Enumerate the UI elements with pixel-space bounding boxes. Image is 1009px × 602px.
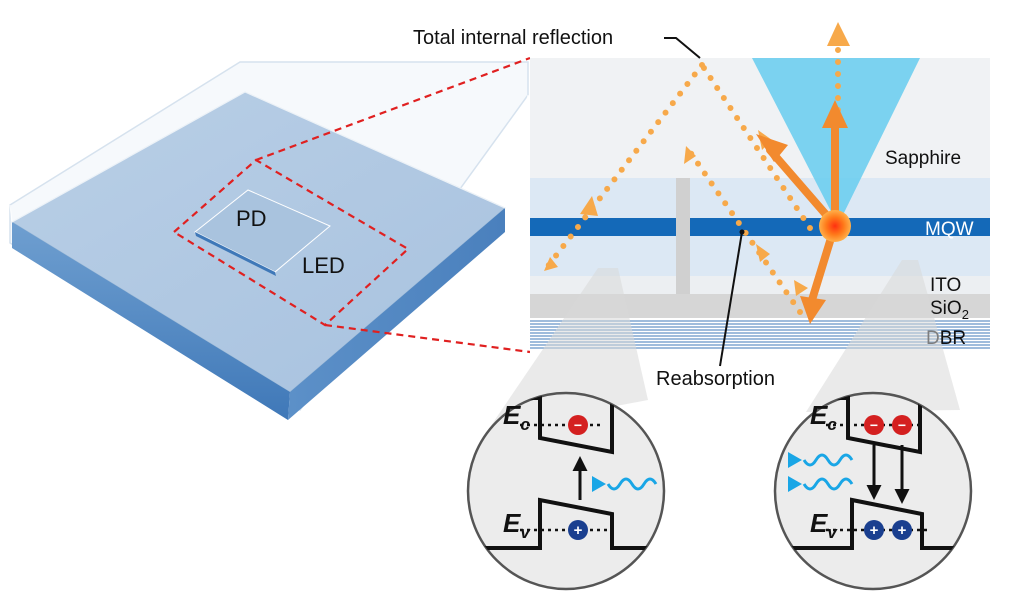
zoom-line-top bbox=[255, 56, 531, 162]
tir-arrowhead-1 bbox=[580, 196, 598, 216]
led-label: LED bbox=[302, 253, 345, 278]
svg-text:+: + bbox=[870, 522, 879, 539]
band-diagram-emission: Ec Ev − − + + bbox=[773, 391, 973, 591]
dbr-ray bbox=[687, 149, 803, 315]
ec-label-right: Ec bbox=[810, 400, 837, 434]
hole-right-2 bbox=[892, 520, 912, 540]
band-diagram-absorption: Ec Ev − + bbox=[466, 391, 666, 591]
tir-label: Total internal reflection bbox=[413, 27, 613, 49]
cross-section: Sapphire MQW ITO SiO2 DBR bbox=[413, 22, 990, 430]
tir-leader bbox=[664, 37, 701, 59]
pd-region bbox=[194, 189, 331, 273]
spot-cone-right bbox=[806, 260, 960, 412]
emitter-glow bbox=[819, 210, 851, 242]
electron-right-2 bbox=[892, 415, 912, 435]
tir-ray bbox=[542, 62, 813, 273]
electron-right-1 bbox=[864, 415, 884, 435]
svg-text:−: − bbox=[870, 417, 878, 433]
reabsorption-leader bbox=[719, 231, 743, 367]
svg-text:+: + bbox=[574, 522, 583, 539]
photon-out-2 bbox=[802, 477, 854, 491]
pd-edge bbox=[195, 232, 276, 276]
electron-left bbox=[568, 415, 588, 435]
pd-label: PD bbox=[236, 206, 267, 231]
sapphire-layer bbox=[530, 58, 990, 178]
ev-label-left: Ev bbox=[503, 508, 531, 542]
hole-left bbox=[568, 520, 588, 540]
svg-text:+: + bbox=[898, 522, 907, 539]
photon-in bbox=[606, 477, 658, 491]
svg-text:−: − bbox=[898, 417, 906, 433]
escape-arrowhead bbox=[827, 22, 850, 46]
mqw-layer bbox=[530, 218, 990, 236]
sio2-label: SiO2 bbox=[930, 298, 969, 322]
sapphire-label: Sapphire bbox=[885, 148, 961, 169]
ec-label-left: Ec bbox=[503, 400, 530, 434]
ev-label-right: Ev bbox=[810, 508, 838, 542]
mqw-label: MQW bbox=[925, 219, 974, 240]
ito-label: ITO bbox=[930, 275, 961, 296]
ito-layer bbox=[530, 276, 990, 294]
tir-arrowhead-2 bbox=[544, 257, 558, 271]
chip-side-left bbox=[12, 222, 290, 420]
chip-side-right bbox=[288, 208, 505, 420]
n-gan-layer bbox=[530, 178, 990, 218]
zoom-line-bottom bbox=[324, 323, 531, 354]
spot-cone-left bbox=[488, 268, 648, 430]
photon-out-1 bbox=[802, 453, 854, 467]
valence-band-left bbox=[470, 497, 660, 550]
svg-text:−: − bbox=[574, 417, 582, 433]
valence-band-right bbox=[775, 497, 971, 550]
reabsorption-label: Reabsorption bbox=[656, 368, 775, 390]
chip-3d: PD LED bbox=[9, 56, 531, 420]
zoom-box bbox=[172, 158, 410, 327]
hole-right-1 bbox=[864, 520, 884, 540]
